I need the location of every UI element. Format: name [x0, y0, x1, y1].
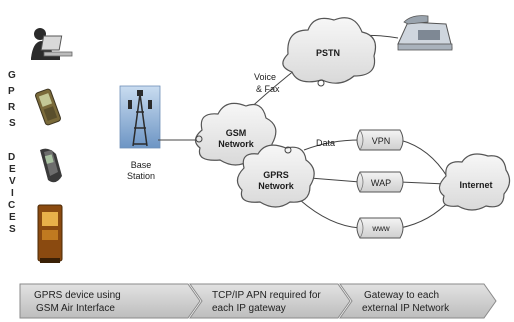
www-label: www [371, 224, 390, 233]
side-letter: D [8, 152, 15, 163]
gprs-label: GPRS [263, 170, 289, 180]
link-gprs-wap [309, 177, 361, 183]
voice-fax-label: Voice [254, 72, 276, 82]
side-letter: S [9, 224, 16, 235]
wap-gateway: WAP [356, 171, 404, 193]
wap-label: WAP [371, 178, 391, 188]
link-gprs-vpn [303, 139, 361, 151]
process-arrows: GPRS device using GSM Air Interface TCP/… [19, 283, 497, 319]
gprs-label: Network [258, 181, 295, 191]
base-station-label: Base [131, 160, 152, 170]
side-letter: E [9, 212, 16, 223]
step-2-text: TCP/IP APN required for [212, 290, 321, 301]
internet-label: Internet [459, 180, 492, 190]
step-1-text: GPRS device using [34, 290, 121, 301]
gprs-cloud: GPRS Network [236, 144, 315, 208]
side-letter: S [9, 118, 16, 129]
step-1-text: GSM Air Interface [36, 303, 115, 314]
www-gateway: www [356, 217, 404, 239]
gsm-label: GSM [226, 128, 247, 138]
internet-cloud: Internet [438, 153, 511, 211]
side-letter: E [9, 164, 16, 175]
side-letter: R [8, 102, 16, 113]
vpn-gateway: VPN [356, 129, 404, 151]
side-letter: V [9, 176, 16, 187]
voice-fax-label: & Fax [256, 84, 280, 94]
telephone-icon [397, 15, 453, 51]
step-3-text: external IP Network [362, 303, 450, 314]
step-arrow-3 [339, 283, 497, 319]
link-gprs-www [299, 199, 361, 229]
side-letter: P [8, 86, 15, 97]
link-wap-internet [399, 181, 447, 185]
base-station-label: Station [127, 171, 155, 181]
gsm-cloud: GSM Network [194, 102, 277, 166]
data-label: Data [316, 138, 335, 148]
step-3-text: Gateway to each [364, 290, 439, 301]
vpn-label: VPN [372, 136, 391, 146]
laptop-user-icon [31, 28, 73, 60]
side-label-devices: D E V I C E S [8, 152, 16, 235]
side-label-gprs: G P R S [8, 70, 16, 129]
gsm-label: Network [218, 139, 255, 149]
step-arrow-2 [189, 283, 351, 319]
link-www-internet [399, 199, 451, 229]
side-letter: I [11, 188, 14, 199]
side-letter: G [8, 70, 16, 81]
handheld-device-icon [40, 148, 62, 183]
side-letter: C [8, 200, 15, 211]
pstn-label: PSTN [316, 48, 340, 58]
mobile-phone-icon [35, 88, 61, 126]
step-2-text: each IP gateway [212, 303, 286, 314]
pstn-cloud: PSTN [282, 17, 377, 87]
kiosk-terminal-icon [37, 204, 63, 263]
base-station-icon [119, 85, 161, 149]
step-arrow-1 [19, 283, 201, 319]
link-vpn-internet [399, 139, 449, 179]
